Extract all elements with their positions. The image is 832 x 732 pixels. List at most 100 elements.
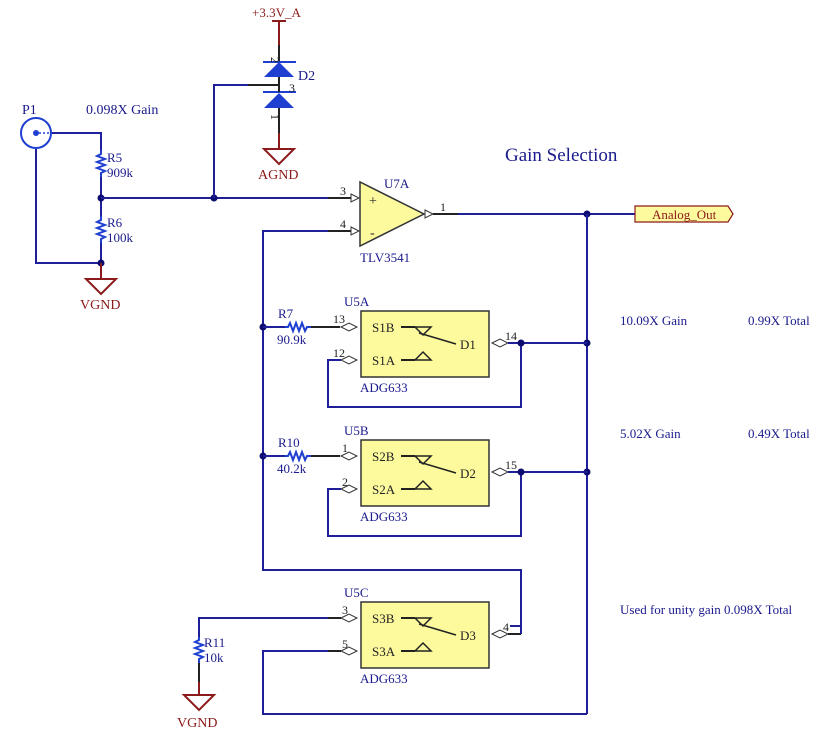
- supply-label: +3.3V_A: [252, 5, 301, 20]
- connector-p1[interactable]: [20, 117, 52, 149]
- u5c-part: ADG633: [360, 671, 408, 686]
- r7-value: 90.9k: [277, 332, 307, 347]
- resistor-r5[interactable]: [94, 150, 108, 177]
- u5a-d: D1: [460, 337, 476, 352]
- wire-p1-gnd: [35, 149, 101, 264]
- r6-ref: R6: [107, 215, 123, 230]
- u5b-pin-sa: 2: [342, 475, 348, 489]
- r11-value: 10k: [204, 650, 224, 665]
- switch-contact-icon: [413, 455, 433, 466]
- pin-arrow: [350, 193, 361, 203]
- d2-pin-3: 3: [289, 81, 295, 95]
- wire-to-d2: [213, 84, 248, 198]
- r5-value: 909k: [107, 165, 134, 180]
- resistor-r6[interactable]: [94, 216, 108, 243]
- opamp-pin-minus: 4: [340, 217, 346, 231]
- opamp-part: TLV3541: [360, 250, 410, 265]
- r7-ref: R7: [278, 306, 294, 321]
- net-label-text: Analog_Out: [652, 207, 717, 222]
- pin-arrow: [424, 209, 435, 219]
- d2-pin-1: 1: [268, 114, 282, 120]
- annotation-unity: Used for unity gain 0.098X Total: [620, 602, 793, 617]
- opamp-minus-sign: -: [370, 226, 375, 241]
- wire-inverting-bus: [262, 230, 522, 627]
- r6-value: 100k: [107, 230, 134, 245]
- d2-ref: D2: [298, 69, 315, 84]
- pin-arrow: [339, 613, 359, 623]
- switch-contact-icon: [413, 479, 433, 490]
- switch-body: [360, 310, 490, 378]
- resistor-r10[interactable]: [285, 449, 311, 463]
- wire-u5c-output: [262, 650, 587, 715]
- vgnd-label-2: VGND: [177, 716, 217, 731]
- net-label-analog-out[interactable]: [634, 205, 734, 223]
- switch-contact-icon: [413, 326, 433, 337]
- r5-ref: R5: [107, 150, 122, 165]
- opamp-pin-plus: 3: [340, 184, 346, 198]
- u5c-pin-sa: 5: [342, 637, 348, 651]
- opamp-u7a[interactable]: [359, 180, 426, 248]
- switch-lever: [418, 461, 457, 474]
- pin-arrow: [339, 322, 359, 332]
- ground-symbol-icon: [83, 278, 119, 296]
- resistor-r11[interactable]: [192, 637, 206, 663]
- annotation-total-2: 0.49X Total: [748, 426, 810, 441]
- switch-body: [360, 439, 490, 507]
- annotation-total-1: 0.99X Total: [748, 313, 810, 328]
- diode-lower-icon: [264, 93, 294, 108]
- r11-ref: R11: [204, 635, 225, 650]
- vgnd-label-1: VGND: [80, 298, 120, 313]
- opamp-ref: U7A: [384, 176, 410, 191]
- switch-contact-icon: [413, 350, 433, 361]
- switch-u5c[interactable]: [339, 601, 510, 669]
- pin-arrow: [339, 484, 359, 494]
- u5b-pin-sb: 1: [342, 441, 348, 455]
- switch-lever: [418, 332, 457, 345]
- u5c-d: D3: [460, 628, 476, 643]
- switch-body: [360, 601, 490, 669]
- u5c-sb: S3B: [372, 611, 395, 626]
- gain-note: 0.098X Gain: [86, 103, 158, 118]
- title: Gain Selection: [505, 145, 618, 166]
- agnd-label: AGND: [258, 168, 298, 183]
- u5a-pin-sb: 13: [333, 312, 345, 326]
- connector-ref: P1: [22, 103, 37, 118]
- junction: [517, 468, 525, 476]
- u5b-d: D2: [460, 466, 476, 481]
- resistor-r7[interactable]: [285, 320, 311, 334]
- switch-contact-icon: [413, 641, 433, 652]
- pin-arrow: [339, 646, 359, 656]
- pin-arrow: [339, 451, 359, 461]
- wire-u5c-r11: [198, 617, 328, 637]
- u5c-sa: S3A: [372, 644, 396, 659]
- u5a-sa: S1A: [372, 353, 396, 368]
- diode-upper-icon: [264, 62, 294, 77]
- ground-symbol-icon: [261, 148, 297, 166]
- u5a-pin-d: 14: [505, 329, 517, 343]
- pin-arrow: [350, 226, 361, 236]
- switch-contact-icon: [413, 617, 433, 628]
- opamp-plus-sign: +: [369, 194, 377, 209]
- u5a-sb: S1B: [372, 320, 395, 335]
- wire-u5a-loop: [327, 343, 522, 408]
- switch-lever: [418, 623, 457, 636]
- u5c-pin-d: 4: [503, 620, 509, 634]
- switch-u5b[interactable]: [339, 439, 510, 507]
- u5b-sa: S2A: [372, 482, 396, 497]
- diode-d2[interactable]: [263, 61, 296, 108]
- ground-symbol-icon: [181, 694, 217, 712]
- u5b-ref: U5B: [344, 423, 369, 438]
- wire-u5b-loop: [327, 472, 522, 537]
- opamp-pin-out: 1: [440, 200, 446, 214]
- junction: [517, 339, 525, 347]
- u5a-part: ADG633: [360, 380, 408, 395]
- u5c-ref: U5C: [344, 585, 369, 600]
- annotation-gain-1: 10.09X Gain: [620, 313, 688, 328]
- u5b-sb: S2B: [372, 449, 395, 464]
- switch-u5a[interactable]: [339, 310, 510, 378]
- u5a-ref: U5A: [344, 294, 370, 309]
- u5b-pin-d: 15: [505, 458, 517, 472]
- r10-ref: R10: [278, 435, 300, 450]
- r10-value: 40.2k: [277, 461, 307, 476]
